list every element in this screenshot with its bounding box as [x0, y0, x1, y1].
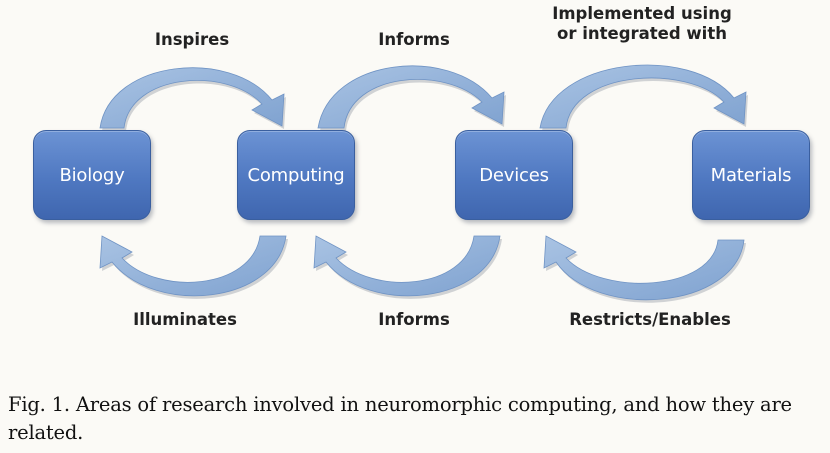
arrow-devices-to-materials	[539, 64, 747, 129]
arrow-devices-to-computing	[313, 235, 501, 297]
node-biology: Biology	[33, 130, 151, 220]
edge-label-restricts-enables: Restricts/Enables	[561, 310, 739, 330]
arrow-computing-to-devices	[317, 65, 505, 129]
edge-label-inspires: Inspires	[150, 30, 234, 50]
node-biology-label: Biology	[59, 164, 125, 186]
edge-label-implemented: Implemented using or integrated with	[545, 4, 739, 44]
edge-text-inspires: Inspires	[154, 30, 230, 49]
node-devices: Devices	[455, 130, 573, 220]
edge-text-implemented-line1: Implemented using	[552, 4, 732, 23]
arrow-materials-to-devices	[543, 235, 745, 301]
node-materials: Materials	[692, 130, 810, 220]
arrow-biology-to-computing	[99, 67, 285, 129]
edge-text-informs-top: Informs	[378, 30, 450, 49]
edge-label-informs-top: Informs	[372, 30, 456, 50]
node-computing: Computing	[237, 130, 355, 220]
figure-caption: Fig. 1. Areas of research involved in ne…	[8, 393, 792, 444]
edge-text-informs-bottom: Informs	[378, 310, 450, 329]
arrow-computing-to-biology	[99, 235, 287, 297]
edge-text-implemented-line2: or integrated with	[557, 24, 727, 43]
edge-label-informs-bottom: Informs	[372, 310, 456, 330]
node-computing-label: Computing	[247, 164, 345, 186]
node-materials-label: Materials	[710, 164, 792, 186]
edge-label-illuminates: Illuminates	[130, 310, 240, 330]
edge-text-illuminates: Illuminates	[133, 310, 237, 329]
edge-text-restricts-enables: Restricts/Enables	[569, 310, 731, 329]
node-devices-label: Devices	[479, 164, 549, 186]
